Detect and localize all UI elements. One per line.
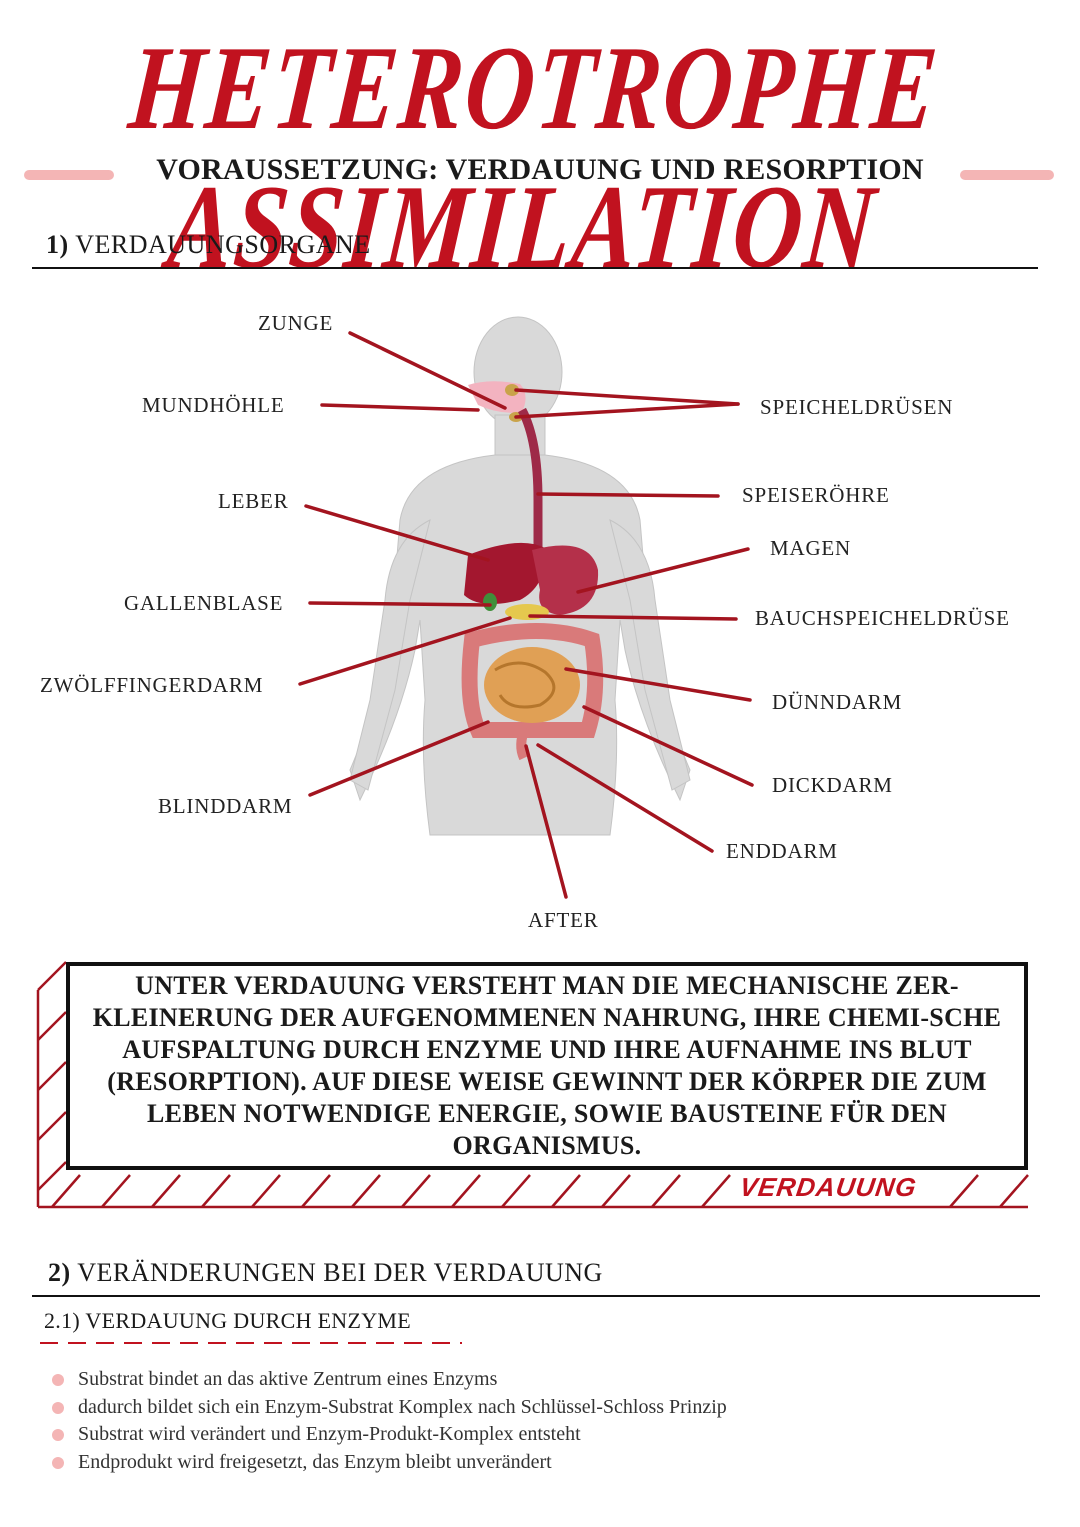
- bullet-dot-icon: [52, 1374, 64, 1386]
- definition-tag: VERDAUUNG: [737, 1172, 919, 1202]
- subtitle-row: VORAUSSETZUNG: VERDAUUNG UND RESORPTION: [0, 153, 1080, 193]
- leader-speiseroehre: [536, 492, 720, 498]
- leader-enddarm: [536, 743, 714, 853]
- label-enddarm: ENDDARM: [726, 839, 838, 863]
- leader-speicheldruesen-b: [514, 402, 740, 419]
- body-silhouette: [349, 316, 691, 836]
- section-2-number: 2): [48, 1258, 71, 1287]
- leader-gallenblase: [308, 601, 492, 607]
- leader-magen: [576, 547, 750, 594]
- subsection-2-1-title: 2.1) VERDAUUNG DURCH ENZYME: [44, 1308, 412, 1333]
- label-mundhoehle: MUNDHÖHLE: [142, 393, 285, 417]
- leader-zwoelffingerdarm: [298, 616, 512, 686]
- list-item: dadurch bildet sich ein Enzym-Substrat K…: [52, 1394, 727, 1422]
- label-bauchspeicheldruese: BAUCHSPEICHELDRÜSE: [755, 606, 1010, 630]
- bullet-text: dadurch bildet sich ein Enzym-Substrat K…: [78, 1395, 727, 1418]
- list-item: Endprodukt wird freigesetzt, das Enzym b…: [52, 1449, 727, 1477]
- section-1-number: 1): [46, 230, 69, 259]
- label-gallenblase: GALLENBLASE: [124, 591, 284, 615]
- section-1-title: VERDAUUNGSORGANE: [75, 230, 371, 259]
- label-zunge: ZUNGE: [258, 311, 334, 335]
- rectum-shape: [516, 726, 530, 761]
- label-magen: MAGEN: [770, 536, 851, 560]
- list-item: Substrat wird verändert und Enzym-Produk…: [52, 1421, 727, 1449]
- leader-speicheldruesen-a: [514, 388, 740, 406]
- label-zwoelffingerdarm: ZWÖLFFINGERDARM: [40, 673, 264, 697]
- label-leber: LEBER: [218, 489, 289, 513]
- bullet-dot-icon: [52, 1456, 64, 1469]
- bullet-text: Substrat bindet an das aktive Zentrum ei…: [78, 1368, 498, 1390]
- bullet-text: Substrat wird verändert und Enzym-Produk…: [78, 1423, 581, 1445]
- leader-lines: [298, 331, 754, 899]
- definition-text: UNTER VERDAUUNG VERSTEHT MAN DIE MECHANI…: [92, 971, 1002, 1160]
- pink-divider-left: [24, 170, 114, 180]
- salivary-gland-shape: [505, 384, 519, 396]
- leader-dickdarm: [582, 705, 754, 787]
- definition-box-hatching: [36, 961, 1029, 1209]
- section-2-rule: [32, 1295, 1040, 1297]
- pink-divider-right: [960, 170, 1054, 180]
- leader-bauchspeicheldruese: [528, 614, 738, 621]
- subtitle: VORAUSSETZUNG: VERDAUUNG UND RESORPTION: [156, 153, 924, 186]
- label-speicheldruesen: SPEICHELDRÜSEN: [760, 395, 954, 419]
- label-duenndarm: DÜNNDARM: [772, 690, 903, 714]
- leader-after: [524, 744, 568, 899]
- small-intestine-shape: [484, 647, 580, 723]
- list-item: Substrat bindet an das aktive Zentrum ei…: [52, 1366, 727, 1394]
- leader-duenndarm: [564, 667, 752, 702]
- section-1-rule: [32, 267, 1038, 269]
- gallbladder-shape: [483, 593, 497, 611]
- large-intestine-shape: [461, 623, 604, 738]
- section-2-heading: 2) VERÄNDERUNGEN BEI DER VERDAUUNG: [48, 1258, 603, 1288]
- label-after: AFTER: [528, 908, 599, 932]
- leader-zunge: [348, 331, 507, 410]
- stomach-shape: [532, 545, 599, 615]
- leader-mundhoehle: [320, 403, 480, 412]
- bullet-dot-icon: [52, 1429, 64, 1441]
- leader-leber: [304, 504, 490, 562]
- bullet-list: Substrat bindet an das aktive Zentrum ei…: [52, 1366, 727, 1476]
- leader-blinddarm: [308, 720, 490, 797]
- section-1-heading: 1) VERDAUUNGSORGANE: [46, 230, 371, 260]
- bullet-dot-icon: [52, 1401, 64, 1414]
- label-blinddarm: BLINDDARM: [158, 794, 293, 818]
- small-intestine-fold: [494, 661, 556, 709]
- bullet-text: Endprodukt wird freigesetzt, das Enzym b…: [78, 1450, 552, 1473]
- section-2-title: VERÄNDERUNGEN BEI DER VERDAUUNG: [77, 1258, 603, 1287]
- definition-box: UNTER VERDAUUNG VERSTEHT MAN DIE MECHANI…: [66, 962, 1028, 1170]
- label-speiseroehre: SPEISERÖHRE: [742, 483, 890, 507]
- label-dickdarm: DICKDARM: [772, 773, 893, 797]
